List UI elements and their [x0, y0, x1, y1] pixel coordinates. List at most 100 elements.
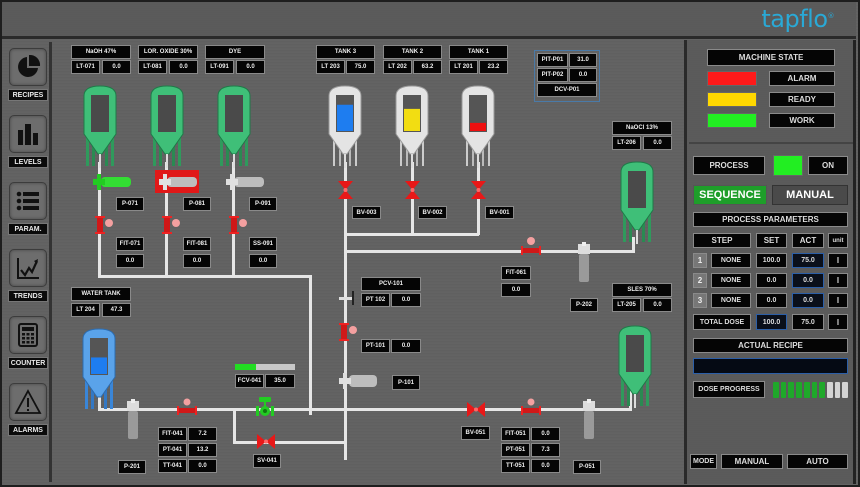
- fit051-value: 0.0: [531, 427, 560, 441]
- valve-sv041[interactable]: [256, 433, 276, 450]
- fcv041-value: 35.0: [265, 374, 295, 388]
- ready-label: READY: [769, 92, 835, 107]
- bv002-label: BV-002: [418, 206, 447, 219]
- step-3-set[interactable]: 0.0: [756, 293, 787, 308]
- sidebar-item-trends[interactable]: [9, 249, 47, 287]
- control-valve-fcv041[interactable]: [254, 396, 276, 418]
- pipe: [233, 408, 236, 443]
- pipe: [98, 275, 311, 278]
- pressure-sensor-pt102: [339, 291, 354, 305]
- pump-p101[interactable]: [337, 372, 379, 390]
- flowmeter-ss091: [229, 216, 247, 234]
- step-1-set[interactable]: 100.0: [756, 253, 787, 268]
- step-1-name[interactable]: NONE: [711, 253, 751, 268]
- total-dose-unit: l: [828, 314, 848, 330]
- total-dose-act: 75.0: [792, 314, 824, 330]
- tt041-tag: TT-041: [158, 459, 187, 473]
- sidebar-item-alarms[interactable]: [9, 383, 47, 421]
- valve-bv001[interactable]: [470, 180, 487, 200]
- pit-group: [534, 50, 600, 102]
- sidebar-label-counter[interactable]: COUNTER: [8, 357, 48, 369]
- dose-progress-segment: [803, 382, 810, 398]
- step-2-act: 0.0: [792, 273, 824, 288]
- manual-tab[interactable]: MANUAL: [772, 185, 848, 205]
- dose-progress-label: DOSE PROGRESS: [693, 381, 765, 398]
- pipe: [233, 441, 347, 444]
- fit061-tag: FIT-061: [501, 266, 531, 280]
- pt102-value: 0.0: [391, 293, 421, 307]
- sidebar-label-alarms[interactable]: ALARMS: [8, 424, 48, 436]
- step-1-number: 1: [693, 253, 707, 268]
- sidebar-label-trends[interactable]: TRENDS: [8, 290, 48, 302]
- p101-label: P-101: [392, 375, 420, 390]
- tank3-title: TANK 3: [316, 45, 375, 59]
- flowmeter-pt101: [339, 323, 357, 341]
- bv001-label: BV-001: [485, 206, 514, 219]
- pipe: [344, 162, 347, 460]
- pump-p071[interactable]: [91, 173, 133, 191]
- mode-manual-button[interactable]: MANUAL: [721, 454, 783, 469]
- process-on-button[interactable]: ON: [808, 156, 848, 175]
- water-tag: LT 204: [71, 303, 100, 317]
- sidebar-item-recipes[interactable]: [9, 48, 47, 86]
- alarm-label: ALARM: [769, 71, 835, 86]
- process-indicator: [773, 155, 803, 176]
- pump-p081[interactable]: [157, 173, 199, 191]
- sidebar-label-param[interactable]: PARAM.: [8, 223, 48, 235]
- tank1-tag: LT 201: [449, 60, 478, 74]
- pit-p02-tag: PIT-P02: [537, 68, 568, 82]
- dose-progress-segment: [788, 382, 795, 398]
- sidebar-label-recipes[interactable]: RECIPES: [8, 89, 48, 101]
- dose-progress-bar: [773, 382, 849, 398]
- sidebar-item-levels[interactable]: [9, 115, 47, 153]
- bv051-label: BV-051: [461, 426, 490, 440]
- dose-progress-segment: [773, 382, 779, 398]
- sles-title: SLES 70%: [612, 283, 672, 297]
- sidebar-label-levels[interactable]: LEVELS: [8, 156, 48, 168]
- pump-p091[interactable]: [224, 173, 266, 191]
- header-act: ACT: [792, 233, 824, 248]
- bar-chart-icon: [18, 124, 38, 145]
- sequence-tab[interactable]: SEQUENCE: [693, 185, 767, 205]
- bv003-label: BV-003: [352, 206, 381, 219]
- lor-value: 0.0: [169, 60, 198, 74]
- sidebar-item-counter[interactable]: [9, 316, 47, 354]
- dye-title: DYE: [205, 45, 265, 59]
- mode-auto-button[interactable]: AUTO: [787, 454, 848, 469]
- pump-p051[interactable]: [579, 399, 599, 441]
- pipe: [632, 237, 635, 253]
- step-2-name[interactable]: NONE: [711, 273, 751, 288]
- sles-value: 0.0: [643, 298, 672, 312]
- pt051-tag: PT-051: [501, 443, 530, 457]
- pit-p02-value: 0.0: [569, 68, 597, 82]
- sles-tag: LT-205: [612, 298, 641, 312]
- tank-sles: [618, 325, 652, 408]
- sidebar-item-param[interactable]: [9, 182, 47, 220]
- work-indicator: [707, 113, 757, 128]
- tank3-value: 75.0: [346, 60, 375, 74]
- fit061-value: 0.0: [501, 283, 531, 297]
- fit051-tag: FIT-051: [501, 427, 530, 441]
- trend-chart-icon: [17, 258, 39, 279]
- fcv041-tag: FCV-041: [235, 374, 264, 388]
- water-title: WATER TANK: [71, 287, 131, 301]
- step-3-name[interactable]: NONE: [711, 293, 751, 308]
- pump-p202[interactable]: [574, 242, 594, 284]
- calculator-icon: [18, 323, 38, 347]
- pump-p201[interactable]: [123, 399, 143, 441]
- actual-recipe-value: [693, 358, 848, 374]
- flowmeter-fit071: [95, 216, 113, 234]
- step-2-set[interactable]: 0.0: [756, 273, 787, 288]
- valve-bv003[interactable]: [337, 180, 354, 200]
- tank2-title: TANK 2: [383, 45, 442, 59]
- valve-bv002[interactable]: [404, 180, 421, 200]
- fit081-tag: FIT-081: [183, 237, 211, 251]
- fcv041-progress-fill: [235, 364, 256, 370]
- tank-2-level: [404, 108, 420, 131]
- water-tank: [82, 328, 116, 409]
- pt102-tag: PT 102: [361, 293, 390, 307]
- valve-bv051[interactable]: [466, 401, 486, 418]
- tank-dye: [217, 85, 251, 168]
- step-3-act: 0.0: [792, 293, 824, 308]
- naocl-title: NaOCl 13%: [612, 121, 672, 135]
